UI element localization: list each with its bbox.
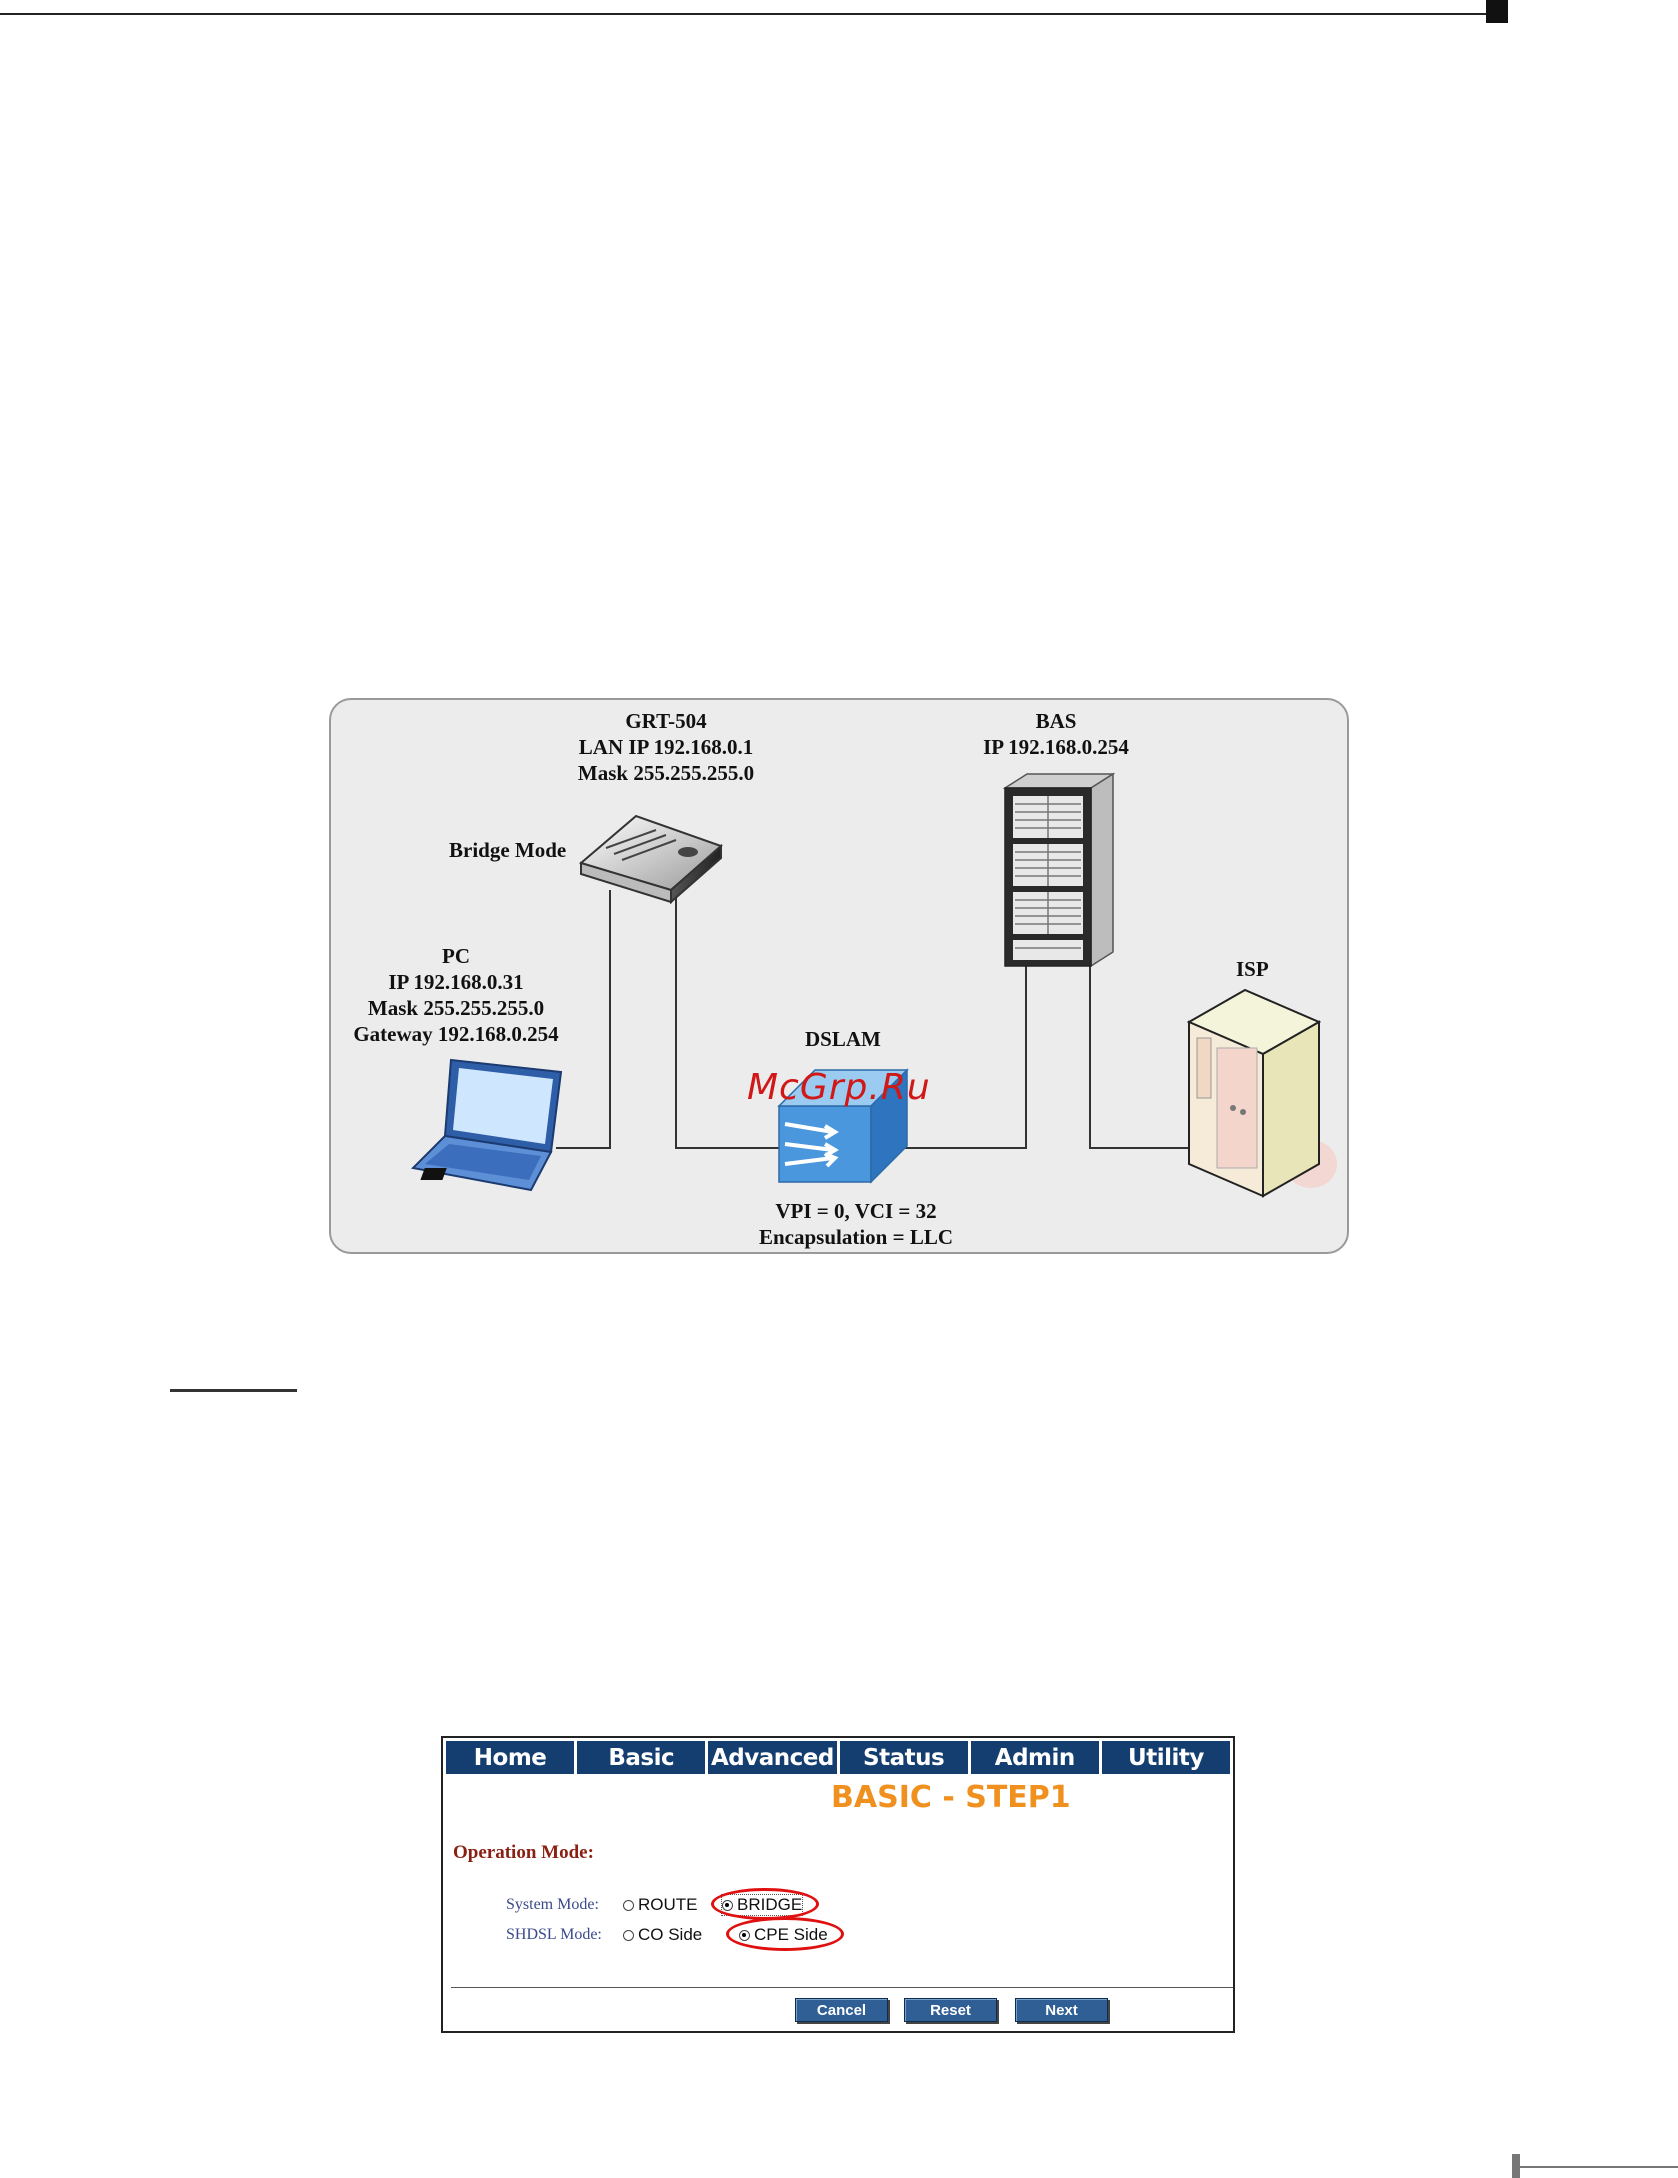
bas-name: BAS xyxy=(1035,709,1077,733)
reset-button[interactable]: Reset xyxy=(904,1998,997,2022)
vpi-vci: VPI = 0, VCI = 32 xyxy=(775,1199,937,1223)
tab-admin[interactable]: Admin xyxy=(970,1741,1099,1774)
laptop-icon xyxy=(411,1058,563,1192)
top-nav: Home Basic Advanced Status Admin Utility xyxy=(446,1741,1231,1774)
pc-name: PC xyxy=(442,944,470,968)
grt-lan-ip: LAN IP 192.168.0.1 xyxy=(578,735,754,759)
highlight-ring-cpe xyxy=(726,1917,844,1951)
vpi-vci-label: VPI = 0, VCI = 32 Encapsulation = LLC xyxy=(721,1198,991,1250)
bas-ip: IP 192.168.0.254 xyxy=(983,735,1129,759)
watermark: McGrp.Ru xyxy=(747,1067,931,1108)
header-marker xyxy=(1486,0,1508,23)
radio-label: CO Side xyxy=(638,1925,703,1944)
page-title: BASIC - STEP1 xyxy=(831,1780,1071,1815)
pc-ip: IP 192.168.0.31 xyxy=(388,970,524,994)
next-button[interactable]: Next xyxy=(1015,1998,1108,2022)
radio-circle[interactable] xyxy=(623,1899,634,1911)
highlight-ring-bridge xyxy=(711,1888,819,1920)
system-mode-route-radio[interactable]: ROUTE xyxy=(623,1895,698,1915)
header-rule xyxy=(0,13,1490,15)
router-web-ui: Home Basic Advanced Status Admin Utility… xyxy=(441,1736,1235,2033)
grt-label: GRT-504 LAN IP 192.168.0.1 Mask 255.255.… xyxy=(546,708,786,786)
grt-name: GRT-504 xyxy=(625,709,707,733)
diagram-links xyxy=(556,890,1191,1149)
link-bas-isp xyxy=(1089,962,1191,1149)
bridge-mode-label: Bridge Mode xyxy=(449,838,567,862)
network-diagram: GRT-504 LAN IP 192.168.0.1 Mask 255.255.… xyxy=(329,698,1349,1254)
modem-icon xyxy=(578,814,723,904)
dslam-icon xyxy=(777,1068,909,1184)
bas-server-icon xyxy=(1003,772,1115,968)
tab-status[interactable]: Status xyxy=(839,1741,968,1774)
tab-basic[interactable]: Basic xyxy=(577,1741,706,1774)
bas-label: BAS IP 192.168.0.254 xyxy=(951,708,1161,760)
section-underline xyxy=(170,1389,297,1392)
grt-mask: Mask 255.255.255.0 xyxy=(577,761,755,785)
link-modem-dslam xyxy=(675,890,779,1149)
dslam-label: DSLAM xyxy=(805,1027,881,1051)
tab-utility[interactable]: Utility xyxy=(1101,1741,1231,1774)
radio-label: ROUTE xyxy=(638,1895,698,1914)
isp-server-icon xyxy=(1186,988,1337,1198)
form-divider xyxy=(451,1987,1233,1988)
radio-circle[interactable] xyxy=(623,1929,634,1941)
shdsl-mode-co-radio[interactable]: CO Side xyxy=(623,1925,702,1945)
tab-home[interactable]: Home xyxy=(446,1741,575,1774)
footer-rule xyxy=(1512,2166,1678,2168)
tab-advanced[interactable]: Advanced xyxy=(708,1741,837,1774)
pc-mask: Mask 255.255.255.0 xyxy=(367,996,545,1020)
pc-label: PC IP 192.168.0.31 Mask 255.255.255.0 Ga… xyxy=(346,943,566,1047)
shdsl-mode-label: SHDSL Mode: xyxy=(506,1926,602,1943)
encapsulation: Encapsulation = LLC xyxy=(758,1225,954,1249)
pc-gateway: Gateway 192.168.0.254 xyxy=(353,1022,559,1046)
system-mode-label: System Mode: xyxy=(506,1896,599,1913)
cancel-button[interactable]: Cancel xyxy=(795,1998,888,2022)
link-pc-modem xyxy=(556,890,611,1149)
link-dslam-bas xyxy=(891,962,1027,1149)
isp-label: ISP xyxy=(1236,957,1269,981)
section-heading: Operation Mode: xyxy=(453,1842,594,1863)
